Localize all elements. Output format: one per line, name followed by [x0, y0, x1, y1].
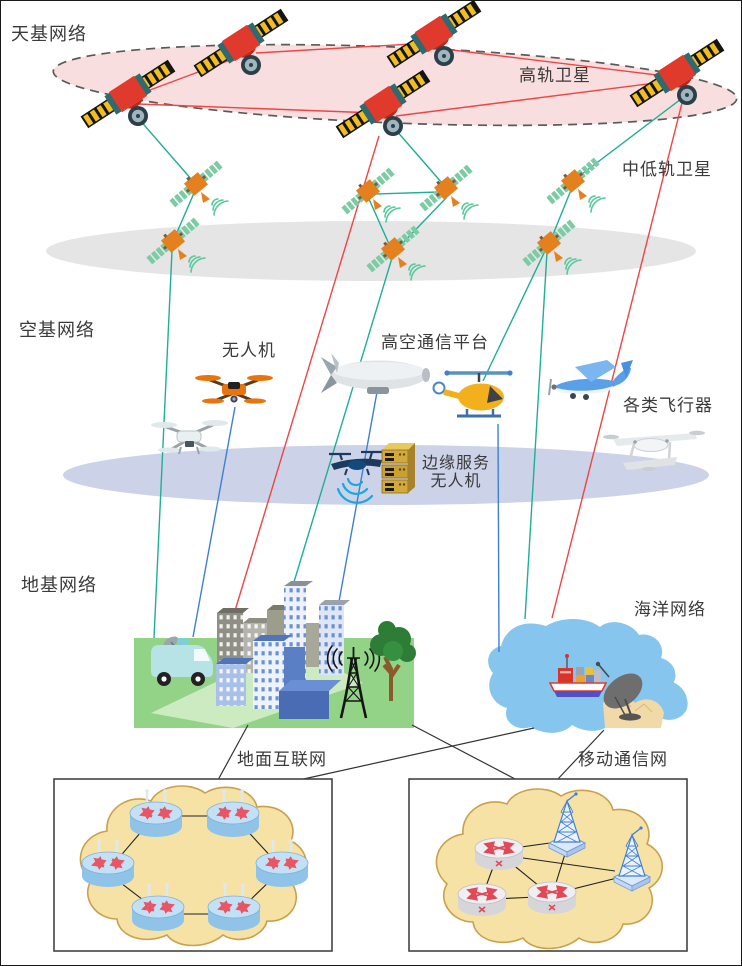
- terrestrial-internet-label: 地面互联网: [237, 750, 327, 769]
- blue-links: [192, 391, 500, 653]
- router-icon: [458, 884, 506, 916]
- router-icon: [528, 882, 576, 914]
- ground-dish-icon: [595, 661, 643, 721]
- ha-platform-label: 高空通信平台: [381, 333, 489, 352]
- cargo-ship-icon: [548, 654, 608, 697]
- ocean-network-label: 海洋网络: [634, 600, 706, 619]
- airplane-icon: [548, 360, 633, 400]
- callout-lines: [217, 724, 605, 781]
- server-stack-icon: [381, 443, 415, 494]
- fixedwing-uav-icon: [603, 430, 705, 471]
- aircraft-label: 各类飞行器: [623, 396, 713, 415]
- mobile-network-box: [408, 778, 688, 952]
- terrestrial-internet-box: [53, 778, 333, 952]
- air-network-label: 空基网络: [19, 320, 95, 340]
- quadcopter-drone-icon: [195, 375, 273, 404]
- green-links: [137, 95, 686, 639]
- leo-satellite-icon: [164, 155, 229, 216]
- edge-uav-label: 边缘服务 无人机: [421, 455, 490, 490]
- tree-icon: [370, 621, 416, 701]
- space-network-label: 天基网络: [11, 24, 87, 44]
- leo-satellite-icon: [414, 159, 479, 220]
- ground-network-label: 地基网络: [21, 575, 97, 595]
- uav-label: 无人机: [222, 341, 276, 360]
- white-drone-icon: [151, 420, 228, 455]
- leo-satellites-label: 中低轨卫星: [622, 160, 712, 179]
- helicopter-icon: [432, 370, 513, 418]
- radio-tower-icon: [326, 645, 381, 719]
- leo-band-ellipse: [46, 221, 696, 281]
- satellite-van-icon: [151, 636, 213, 686]
- mobile-network-label: 移动通信网: [578, 750, 668, 769]
- airship-icon: [321, 353, 430, 394]
- city-buildings-icon: [216, 581, 350, 719]
- satellite-ground-red-links: [233, 98, 684, 619]
- leo-satellite-icon: [541, 152, 606, 213]
- router-icon: [475, 838, 523, 870]
- wifi-waves-icon: [336, 477, 374, 504]
- geo-satellites-label: 高轨卫星: [519, 66, 591, 85]
- edge-server-drone-icon: [329, 450, 384, 504]
